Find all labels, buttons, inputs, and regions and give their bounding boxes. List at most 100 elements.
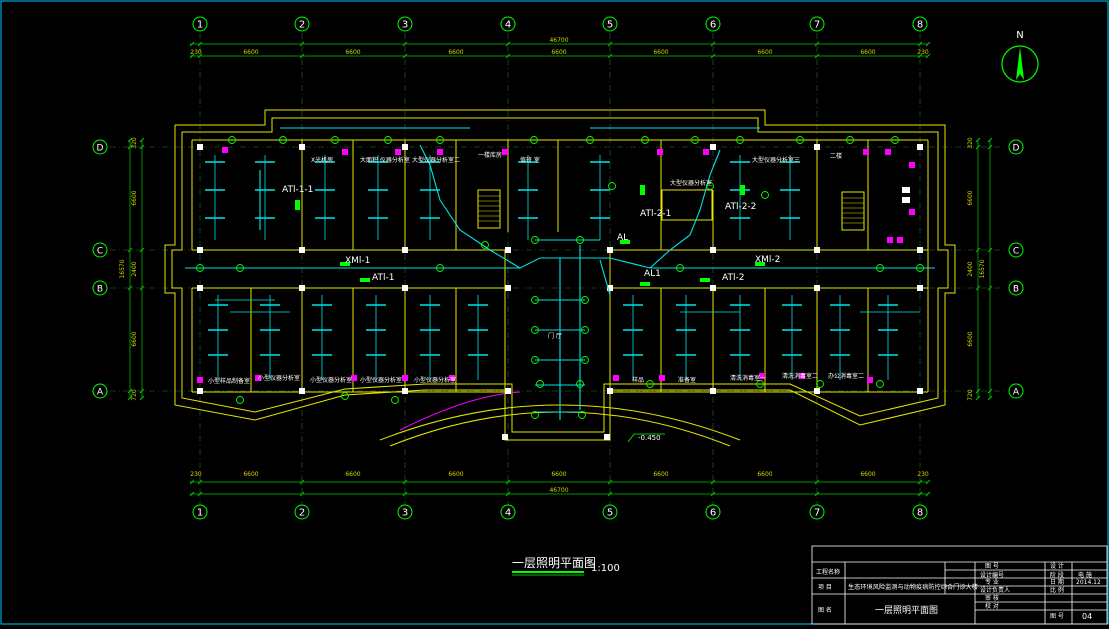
- axis-row-label: D: [1013, 144, 1020, 154]
- room-label: 二楼: [830, 152, 842, 160]
- room-label: 小型仪器分析室: [360, 376, 402, 384]
- axis-bubble-col: 6: [705, 16, 721, 32]
- axis-row-label: B: [1013, 285, 1019, 295]
- tb-c4: 比 例: [1050, 586, 1064, 594]
- stair-treads: [478, 195, 864, 224]
- light-fixtures: [205, 155, 920, 380]
- tb-item-label: 项 目: [818, 584, 832, 591]
- room-label: 清洗消毒室二: [782, 372, 818, 380]
- dim-left-total: 16570: [119, 259, 126, 278]
- tb-r3: 专 业: [985, 578, 999, 586]
- axis-col-label: 1: [197, 508, 203, 519]
- axis-bubble-col: 5: [602, 16, 618, 32]
- tb-c2: 阶 段: [1050, 571, 1064, 579]
- label-atl21: ATl-2-1: [640, 209, 671, 219]
- tb-item-value: 生态环境风险监测与动物疫病防控综合门诊大楼: [848, 583, 978, 591]
- switches: [197, 147, 915, 383]
- dim-left-seg: 2400: [131, 261, 138, 276]
- dim-bottom-seg: 230: [917, 471, 929, 478]
- dim-top-seg: 6600: [757, 49, 772, 56]
- tb-r2: 设计编号: [980, 571, 1004, 579]
- dim-top-seg: 230: [917, 49, 929, 56]
- structural-columns: [197, 144, 923, 440]
- axis-row-label: B: [97, 285, 103, 295]
- label-atl11: ATl-1-1: [282, 185, 313, 195]
- axis-bubble-col: 5: [602, 504, 618, 520]
- axis-bubble-row: A: [92, 383, 108, 399]
- axis-col-label: 5: [607, 508, 613, 519]
- room-labels: X光机房 大面积 仪器分析室 大型仪器分析室二 一楼库房 值班 室 大型仪器分析…: [208, 151, 864, 385]
- room-label: 门 厅: [548, 332, 562, 340]
- room-label: 大型仪器分析室二: [412, 156, 460, 164]
- room-label: 小型仪器分析室: [258, 374, 300, 382]
- room-label: 清洗消毒室一: [730, 374, 766, 382]
- dim-top-seg: 230: [190, 49, 202, 56]
- tb-sheet-label: 图 号: [1050, 613, 1064, 620]
- dim-right-seg: 720: [967, 389, 974, 401]
- room-label: 小型仪器分析室: [414, 376, 456, 384]
- label-xml1: XMl-1: [345, 256, 370, 266]
- axis-bubble-row: C: [1008, 242, 1024, 258]
- axis-bubble-row: B: [92, 280, 108, 296]
- dim-top-total: 46700: [549, 37, 568, 44]
- drawing-title: 一层照明平面图: [512, 556, 596, 570]
- axis-col-label: 5: [607, 20, 613, 31]
- dimension-lines: [129, 43, 991, 495]
- dim-bottom-seg: 230: [190, 471, 202, 478]
- dim-left-seg: 320: [131, 137, 138, 149]
- dimension-ticks: [127, 41, 993, 497]
- axis-bubble-col: 4: [500, 504, 516, 520]
- label-atl22: ATl-2-2: [725, 202, 756, 212]
- dim-bottom-seg: 6600: [757, 471, 772, 478]
- axis-bubble-col: 3: [397, 16, 413, 32]
- axis-bubble-col: 6: [705, 504, 721, 520]
- room-label: X光机房: [311, 156, 333, 164]
- axis-row-label: C: [97, 247, 103, 257]
- north-arrow: N: [1001, 30, 1039, 83]
- dim-left-seg: 6600: [131, 331, 138, 346]
- axis-col-label: 6: [710, 508, 716, 519]
- tb-r5: 审 核: [985, 594, 999, 602]
- tb-r1: 图 号: [985, 563, 999, 570]
- distribution-panels: [295, 185, 765, 286]
- axis-bubble-col: 4: [500, 16, 516, 32]
- dim-top-seg: 6600: [860, 49, 875, 56]
- tb-c3: 日 期: [1050, 578, 1064, 586]
- room-label: 准备室: [678, 376, 696, 384]
- axis-col-label: 2: [299, 508, 305, 519]
- axis-bubble-col: 2: [294, 504, 310, 520]
- dim-bottom-seg: 6600: [448, 471, 463, 478]
- axis-bubble-col: 3: [397, 504, 413, 520]
- dim-right-seg: 320: [967, 137, 974, 149]
- drawing-title-block: 一层照明平面图 1:100: [512, 556, 620, 576]
- axis-row-label: C: [1013, 247, 1019, 257]
- axis-bubble-col: 2: [294, 16, 310, 32]
- axis-bubble-col: 8: [912, 16, 928, 32]
- dim-right-total: 16570: [979, 259, 986, 278]
- tb-drawing-label: 图 名: [818, 606, 832, 614]
- axis-col-label: 4: [505, 20, 511, 31]
- room-label: 大型仪器分析室: [670, 179, 712, 187]
- tb-project-label: 工程名称: [816, 568, 840, 576]
- elevation-mark: -0.450: [627, 433, 665, 443]
- axis-grid-lines: [110, 33, 1005, 505]
- axis-col-label: 1: [197, 20, 203, 31]
- axis-bubble-col: 7: [809, 504, 825, 520]
- dim-right-seg: 6600: [967, 331, 974, 346]
- room-label: 样品: [632, 376, 644, 384]
- dim-top-seg: 6600: [243, 49, 258, 56]
- tb-drawing-value: 一层照明平面图: [875, 605, 938, 616]
- axis-bubble-row: D: [92, 139, 108, 155]
- dim-bottom-seg: 6600: [345, 471, 360, 478]
- dim-bottom-seg: 6600: [243, 471, 258, 478]
- axis-row-label: D: [97, 144, 104, 154]
- axis-bubble-row: A: [1008, 383, 1024, 399]
- dim-top-seg: 6600: [448, 49, 463, 56]
- axis-bubble-col: 8: [912, 504, 928, 520]
- panel-labels: ATl-1-1 ATl-1 XMl-1 ATl-2-1 ATl-2-2 ATl-…: [282, 185, 780, 283]
- axis-row-label: A: [1013, 388, 1020, 398]
- room-label: 大面积 仪器分析室: [360, 156, 410, 164]
